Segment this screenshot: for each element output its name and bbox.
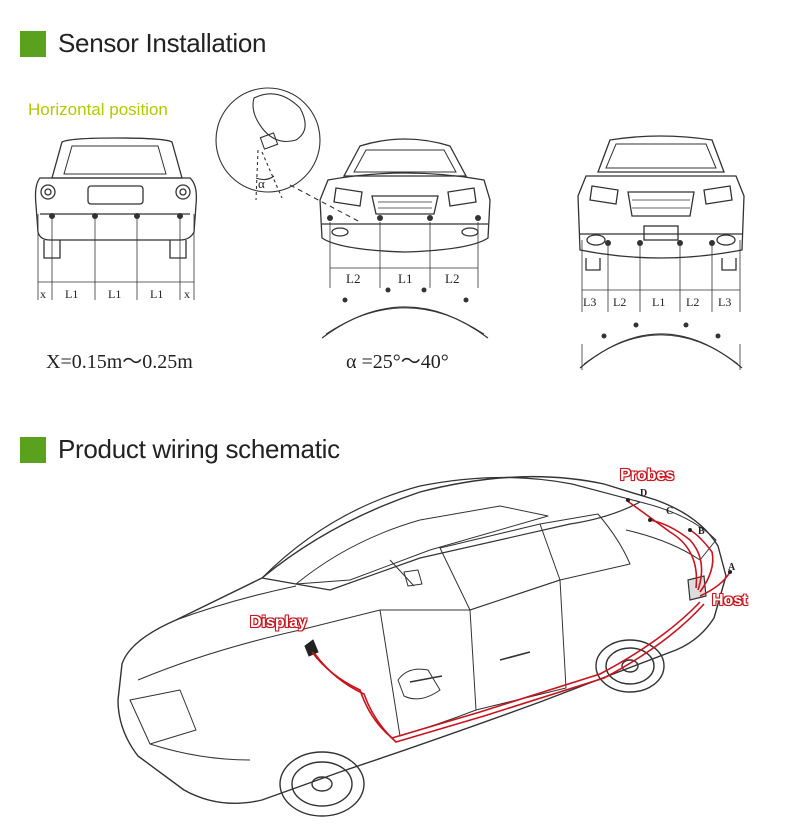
rear-view-car [34,137,198,300]
front-view-car [319,138,491,339]
section-title: Sensor Installation [58,28,267,58]
suv-view-car [577,135,745,370]
suv-dim-l2-right: L2 [686,295,699,309]
rear-dim-l1-a: L1 [65,287,78,301]
display-unit [304,639,319,657]
angle-alpha-label: α [258,176,265,191]
suv-dim-l3-right: L3 [718,295,731,309]
green-square-icon [20,436,46,463]
rear-dim-l1-c: L1 [150,287,163,301]
probes-label: Probes [620,467,675,484]
front-dimension-labels: L2 L1 L2 [346,271,459,286]
formula-x: X=0.15m～0.25m [46,351,193,373]
suv-dim-l3-left: L3 [583,295,596,309]
front-dim-l1: L1 [398,271,412,286]
probe-letter-a: A [728,562,736,573]
section-header-installation: Sensor Installation [20,28,267,59]
section-header-wiring: Product wiring schematic [20,434,340,465]
section-title: Product wiring schematic [58,434,340,464]
green-square-icon [20,30,46,57]
front-sensor-dots [327,215,481,303]
formula-alpha: α =25°～40° [346,351,449,373]
probe-dots [626,498,732,574]
suv-sensor-dots [601,240,721,339]
rear-dim-x-right: x [184,287,190,301]
red-wiring [311,499,731,743]
probe-letters: D C B A [640,488,736,573]
rear-sensor-dots [49,213,183,219]
host-label: Host [712,592,748,609]
angle-detail-inset [215,87,361,223]
rear-dim-x-left: x [40,287,46,301]
suv-dim-l2-left: L2 [613,295,626,309]
host-box [687,575,707,601]
suv-dim-l1: L1 [652,295,665,309]
suv-dimension-labels: L3 L2 L1 L2 L3 [583,295,731,309]
probe-letter-b: B [698,526,705,537]
wiring-car-outline [117,475,727,817]
probe-letter-d: D [640,488,647,499]
front-dim-l2-left: L2 [346,271,360,286]
display-label: Display [250,614,307,631]
rear-dim-l1-b: L1 [108,287,121,301]
probe-letter-c: C [666,506,673,517]
horizontal-position-label: Horizontal position [28,100,168,119]
front-dim-l2-right: L2 [445,271,459,286]
rear-dimension-labels: x L1 L1 L1 x [40,287,190,301]
